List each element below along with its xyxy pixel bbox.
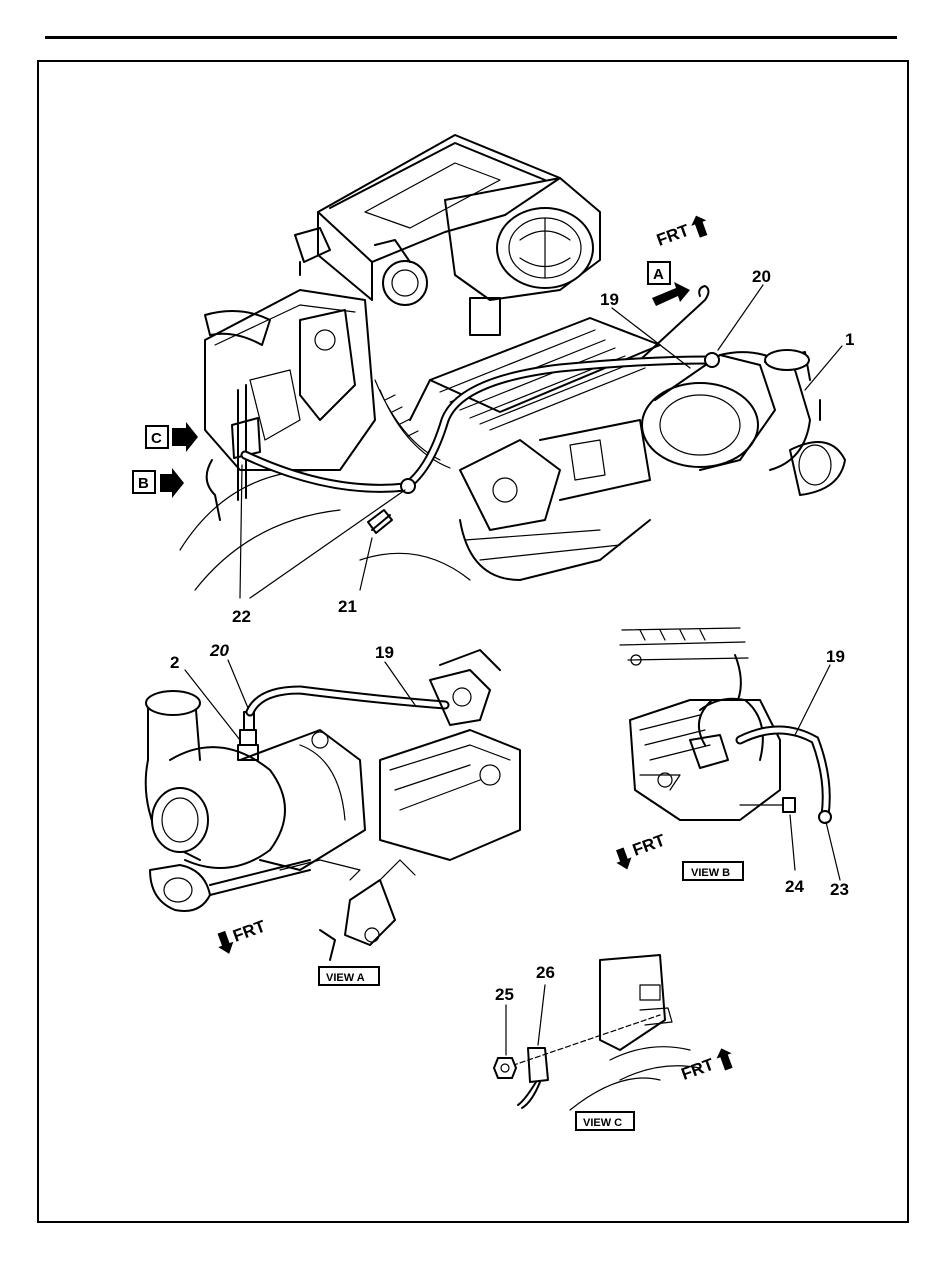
svg-text:FRT: FRT — [679, 1055, 717, 1084]
main-engine-drawing — [180, 135, 845, 590]
callout-21: 21 — [338, 597, 357, 616]
view-c-callout-25: 25 — [495, 985, 514, 1004]
svg-text:VIEW A: VIEW A — [326, 972, 365, 984]
view-key-b: B — [133, 468, 184, 498]
view-c-callout-26: 26 — [536, 963, 555, 982]
svg-text:A: A — [653, 266, 664, 283]
frt-arrow-main: FRT — [654, 213, 711, 252]
svg-text:FRT: FRT — [630, 830, 668, 859]
view-b-callout-19: 19 — [826, 647, 845, 666]
svg-text:FRT: FRT — [230, 916, 268, 945]
callout-20: 20 — [752, 267, 771, 286]
svg-text:VIEW B: VIEW B — [691, 867, 730, 879]
frt-arrow-view-c: FRT — [678, 1046, 736, 1085]
view-key-a: A — [648, 262, 690, 306]
view-a-callout-20: 20 — [209, 641, 229, 660]
callout-1: 1 — [845, 330, 854, 349]
view-a-drawing — [146, 650, 520, 960]
view-c-drawing — [494, 955, 700, 1110]
view-b-label: VIEW B — [683, 862, 743, 880]
view-c-label: VIEW C — [576, 1112, 634, 1130]
callout-19: 19 — [600, 290, 619, 309]
leader-lines-view-b — [790, 665, 840, 880]
svg-text:VIEW C: VIEW C — [583, 1117, 622, 1129]
svg-text:C: C — [151, 430, 162, 447]
callout-22: 22 — [232, 607, 251, 626]
view-a-callout-19: 19 — [375, 643, 394, 662]
view-b-callout-24: 24 — [785, 877, 804, 896]
svg-text:B: B — [138, 475, 149, 492]
view-a-callout-2: 2 — [170, 653, 179, 672]
svg-text:FRT: FRT — [654, 220, 692, 249]
frt-arrow-view-b: FRT — [611, 830, 670, 872]
view-b-callout-23: 23 — [830, 880, 849, 899]
view-key-c: C — [146, 422, 198, 452]
frt-arrow-view-a: FRT — [213, 916, 270, 956]
view-a-label: VIEW A — [319, 967, 379, 985]
